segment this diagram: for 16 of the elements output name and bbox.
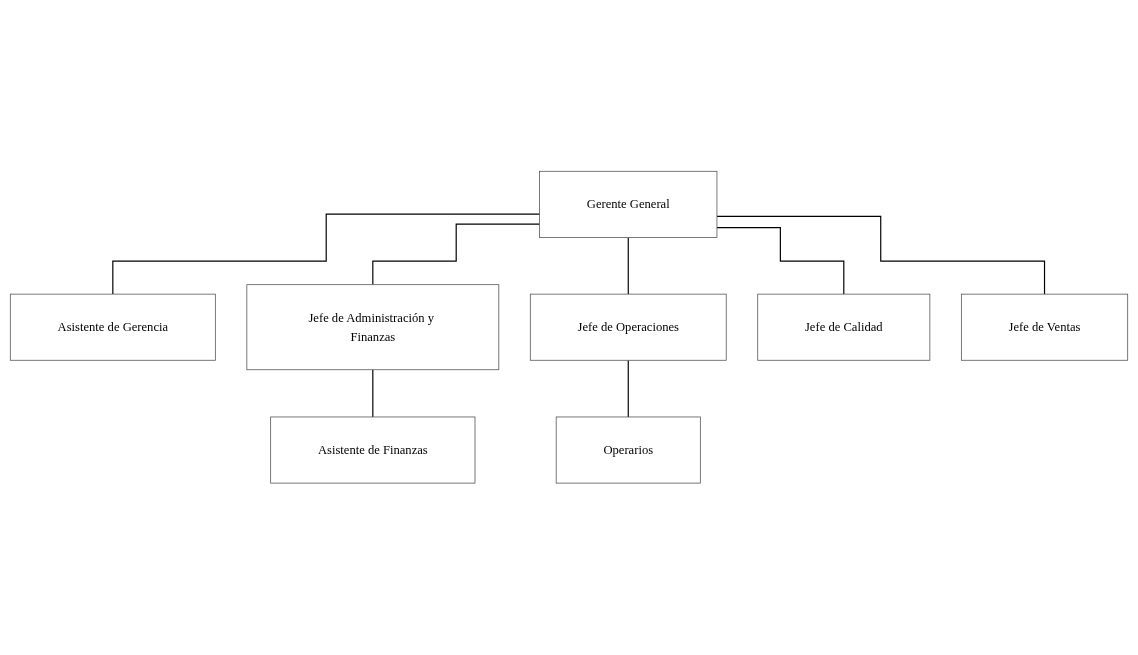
node-box [555,416,701,484]
connector [112,213,541,295]
org-chart: Gerente General Asistente de Gerencia Jefe de Administración y Finanzas Jefe de Operaciones Jefe de Calidad Jefe de Ventas Asistente de Finanzas Operarios [4,165,1134,490]
node-box [529,294,727,361]
connector [372,223,541,286]
node-box [960,294,1129,361]
node-box [539,171,718,239]
connector [627,237,629,295]
node-box [270,416,476,484]
connector [716,227,845,295]
node-box [246,284,500,371]
connector [372,369,374,418]
connector [716,216,1046,295]
node-box [757,294,931,361]
connector [627,360,629,418]
node-box [9,294,216,361]
